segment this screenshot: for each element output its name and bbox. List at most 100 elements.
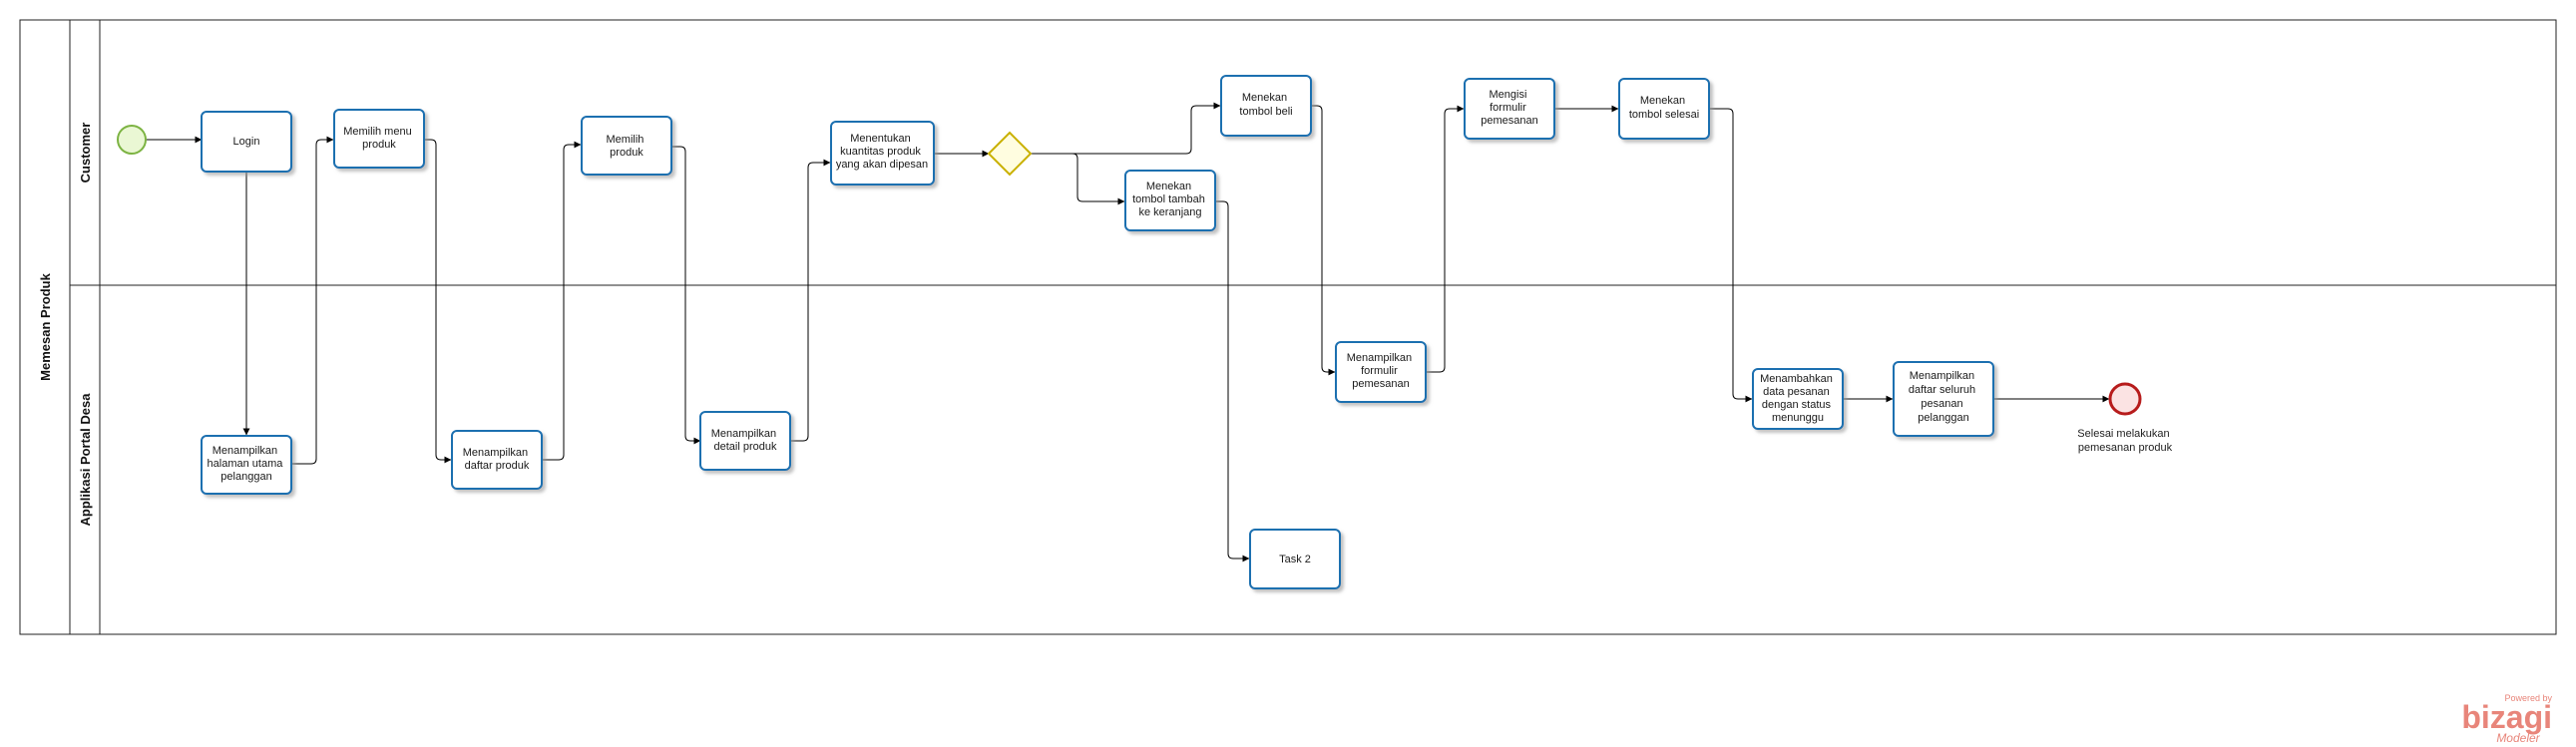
lane-label-app: Applikasi Portal Desa	[78, 393, 93, 527]
task-task-2[interactable]: Task 2	[1249, 529, 1341, 589]
task-menampilkan-detail-label-line-1: Menampilkan	[711, 428, 776, 440]
task-menampilkan-halaman-label: Menampilkan halaman utama pelanggan	[208, 445, 286, 483]
task-menekan-beli-label-line-1: Menekan	[1242, 92, 1287, 104]
task-memilih-menu-label: Memilih menu produk	[343, 126, 415, 151]
task-memilih-menu-label-line-1: Memilih menu	[343, 126, 411, 138]
task-login-box[interactable]	[201, 111, 292, 173]
task-menampilkan-daftar[interactable]: Menampilkan daftar produk	[451, 430, 543, 490]
task-menentukan-kuantitas-box[interactable]	[830, 121, 935, 186]
task-menentukan-kuantitas-label: Menentukan kuantitas produk yang akan di…	[836, 133, 928, 171]
task-menentukan-kuantitas[interactable]: Menentukan kuantitas produk yang akan di…	[830, 121, 935, 186]
task-menekan-beli-box[interactable]	[1220, 75, 1312, 137]
task-menampilkan-detail-box[interactable]	[699, 411, 791, 471]
flow-gateway-to-tambah	[1072, 153, 1125, 205]
task-menambahkan-data-label: Menambahkan data pesanan dengan status m…	[1760, 373, 1836, 424]
task-menentukan-kuantitas-label-line-1: Menentukan	[850, 133, 911, 145]
task-menekan-tambah-label-line-2: tombol tambah	[1132, 193, 1205, 205]
task-menampilkan-daftar-box[interactable]	[451, 430, 543, 490]
task-menampilkan-halaman-label-line-3: pelanggan	[220, 471, 271, 483]
flow-produk-to-detail	[672, 146, 701, 445]
task-menekan-beli-label-line-2: tombol beli	[1239, 106, 1292, 118]
task-menampilkan-daftar-pesanan-label-line-4: pelanggan	[1918, 412, 1968, 424]
task-menekan-tambah[interactable]: Menekan tombol tambah ke keranjang	[1124, 170, 1216, 231]
flow-menu-to-daftar	[425, 139, 452, 464]
task-menentukan-kuantitas-label-line-3: yang akan dipesan	[836, 159, 928, 171]
task-mengisi-formulir[interactable]: Mengisi formulir pemesanan	[1464, 78, 1555, 140]
flow-daftar-to-produk	[542, 141, 582, 461]
task-menampilkan-daftar-pesanan-label-line-3: pesanan	[1921, 398, 1962, 410]
task-menekan-tambah-label-line-3: ke keranjang	[1139, 206, 1202, 218]
task-menampilkan-formulir-label: Menampilkan formulir pemesanan	[1347, 352, 1415, 390]
task-menambahkan-data-label-line-1: Menambahkan	[1760, 373, 1833, 385]
task-menekan-selesai-label-line-1: Menekan	[1640, 95, 1685, 107]
task-mengisi-formulir-label: Mengisi formulir pemesanan	[1481, 89, 1538, 127]
task-menampilkan-formulir-label-line-3: pemesanan	[1352, 378, 1410, 390]
task-login-label-line-1: Login	[233, 136, 260, 148]
task-menekan-selesai[interactable]: Menekan tombol selesai	[1618, 78, 1710, 140]
task-memilih-menu[interactable]: Memilih menu produk	[333, 109, 425, 169]
pool-title: Memesan Produk	[38, 272, 53, 380]
task-menampilkan-formulir-box[interactable]	[1335, 341, 1427, 403]
task-menampilkan-daftar-label-line-2: daftar produk	[465, 460, 530, 472]
end-event-label: Selesai melakukan pemesanan produk	[2077, 428, 2172, 454]
task-menekan-beli[interactable]: Menekan tombol beli	[1220, 75, 1312, 137]
task-menampilkan-daftar-label-line-1: Menampilkan	[463, 447, 528, 459]
task-menekan-tambah-label: Menekan tombol tambah ke keranjang	[1132, 181, 1208, 218]
task-memilih-produk-label-line-1: Memilih	[607, 134, 644, 146]
task-menekan-tambah-box[interactable]	[1124, 170, 1216, 231]
bizagi-watermark: Powered by bizagi Modeler	[2461, 693, 2552, 745]
task-memilih-produk[interactable]: Memilih produk	[581, 116, 672, 176]
task-mengisi-formulir-label-line-2: formulir	[1490, 102, 1526, 114]
task-menampilkan-halaman-box[interactable]	[201, 435, 292, 495]
start-event[interactable]	[117, 125, 147, 155]
flow-halaman-to-menu	[291, 136, 334, 465]
task-menampilkan-daftar-pesanan-label-line-1: Menampilkan	[1910, 370, 1974, 382]
flow-tambah-to-task2	[1215, 200, 1250, 562]
flow-detail-to-kuantitas	[789, 159, 831, 442]
end-event-label-line-2: pemesanan produk	[2078, 442, 2173, 454]
task-login[interactable]: Login	[201, 111, 292, 173]
task-menampilkan-halaman-label-line-1: Menampilkan	[213, 445, 277, 457]
task-menampilkan-formulir-label-line-2: formulir	[1361, 365, 1398, 377]
watermark-brand: bizagi	[2461, 699, 2552, 735]
end-event-label-line-1: Selesai melakukan	[2077, 428, 2169, 440]
task-menambahkan-data[interactable]: Menambahkan data pesanan dengan status m…	[1752, 368, 1844, 430]
watermark-product: Modeler	[2496, 731, 2540, 745]
task-menambahkan-data-label-line-4: menunggu	[1772, 412, 1824, 424]
task-menampilkan-halaman[interactable]: Menampilkan halaman utama pelanggan	[201, 435, 292, 495]
task-mengisi-formulir-label-line-1: Mengisi	[1490, 89, 1527, 101]
task-menampilkan-formulir[interactable]: Menampilkan formulir pemesanan	[1335, 341, 1427, 403]
tasks-layer: Login Menampilkan halaman utama pelangga…	[201, 75, 1994, 589]
flow-formulir-to-mengisi	[1426, 105, 1465, 373]
task-menekan-tambah-label-line-1: Menekan	[1146, 181, 1191, 192]
task-menampilkan-daftar-pesanan-label-line-2: daftar seluruh	[1909, 384, 1975, 396]
task-mengisi-formulir-box[interactable]	[1464, 78, 1555, 140]
task-menekan-selesai-label-line-2: tombol selesai	[1629, 109, 1699, 121]
end-event[interactable]	[2108, 382, 2142, 416]
task-menampilkan-detail[interactable]: Menampilkan detail produk	[699, 411, 791, 471]
task-menampilkan-daftar-pesanan[interactable]: Menampilkan daftar seluruh pesanan pelan…	[1893, 361, 1994, 437]
watermark-powered-by: Powered by	[2504, 693, 2552, 703]
task-menampilkan-formulir-label-line-1: Menampilkan	[1347, 352, 1412, 364]
task-menekan-selesai-box[interactable]	[1618, 78, 1710, 140]
task-menampilkan-detail-label: Menampilkan detail produk	[711, 428, 779, 453]
task-menampilkan-daftar-pesanan-label: Menampilkan daftar seluruh pesanan pelan…	[1909, 370, 1978, 424]
task-menampilkan-daftar-label: Menampilkan daftar produk	[463, 447, 531, 472]
task-menentukan-kuantitas-label-line-2: kuantitas produk	[840, 146, 921, 158]
flow-gateway-to-beli	[1031, 102, 1221, 155]
task-task-2-box[interactable]	[1249, 529, 1341, 589]
task-menampilkan-daftar-pesanan-box[interactable]	[1893, 361, 1994, 437]
task-menekan-selesai-label: Menekan tombol selesai	[1629, 95, 1699, 121]
task-memilih-produk-label: Memilih produk	[607, 134, 647, 159]
task-menambahkan-data-label-line-3: dengan status	[1762, 399, 1832, 411]
task-memilih-menu-box[interactable]	[333, 109, 425, 169]
task-task-2-label-line-1: Task 2	[1279, 554, 1311, 565]
task-menambahkan-data-box[interactable]	[1752, 368, 1844, 430]
task-menampilkan-detail-label-line-2: detail produk	[714, 441, 777, 453]
task-memilih-produk-box[interactable]	[581, 116, 672, 176]
lane-label-customer: Customer	[78, 123, 93, 184]
gateway-exclusive[interactable]	[987, 131, 1033, 177]
task-menekan-beli-label: Menekan tombol beli	[1239, 92, 1292, 118]
flow-beli-to-formulir	[1311, 105, 1336, 376]
